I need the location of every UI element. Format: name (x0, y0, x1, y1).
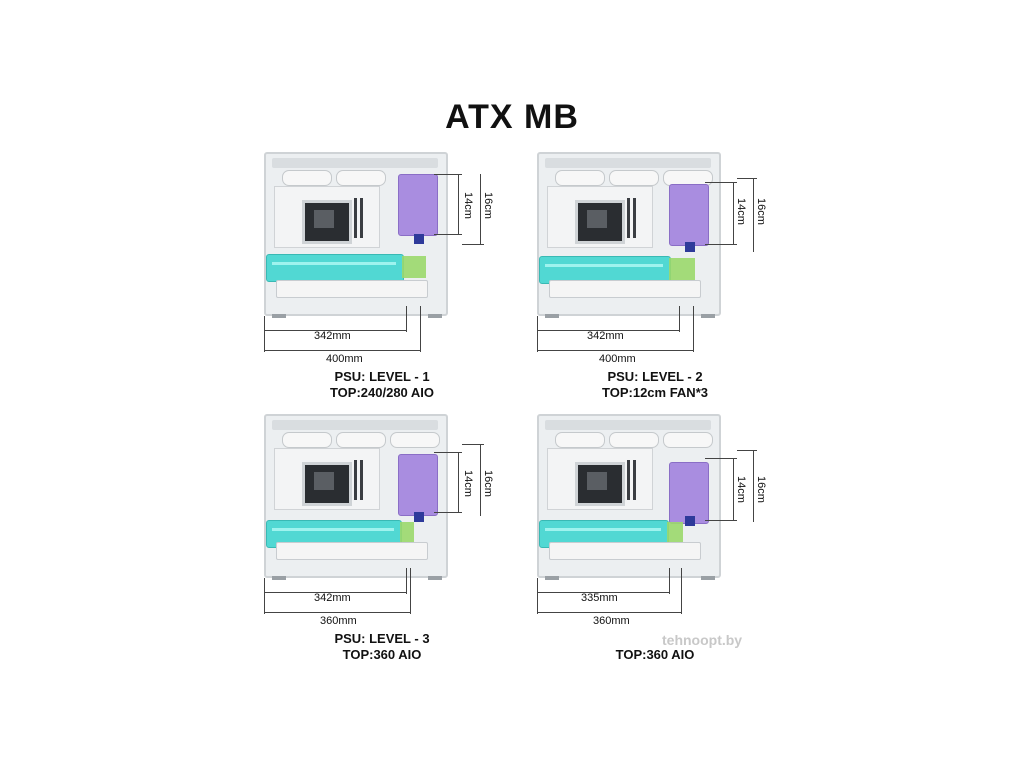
gpu-length-label: 342mm (314, 592, 351, 604)
psu-block (669, 462, 709, 524)
config-panel-4: 14cm 16cm 335mm 360mm TOP:360 AIO (535, 414, 775, 674)
gpu-block (266, 254, 404, 282)
config-panel-3: 14cm 16cm 342mm 360mm PSU: LEVEL - 3 TOP… (262, 414, 502, 674)
config-panel-2: 14cm 16cm 342mm 400mm PSU: LEVEL - 2 TOP… (535, 152, 775, 412)
cpu-cooler (302, 200, 352, 244)
psu-level-caption: PSU: LEVEL - 2 (607, 369, 703, 384)
case-height-label: 16cm (482, 192, 494, 219)
top-cooling-caption: TOP:240/280 AIO (329, 385, 435, 400)
psu-height-label: 14cm (735, 198, 747, 225)
psu-height-label: 14cm (462, 470, 474, 497)
total-length-label: 360mm (320, 615, 357, 627)
total-length-label: 400mm (599, 353, 636, 365)
psu-level-caption: PSU: LEVEL - 3 (334, 631, 430, 646)
case-height-label: 16cm (482, 470, 494, 497)
diagram-title: ATX MB (445, 98, 579, 136)
gpu-length-label: 342mm (587, 330, 624, 342)
total-length-label: 400mm (326, 353, 363, 365)
case-height-label: 16cm (755, 198, 767, 225)
case-illustration (264, 414, 448, 580)
config-panel-1: 14cm 16cm 342mm 400mm PSU: LEVEL - 1 TOP… (262, 152, 502, 412)
top-cooling-caption: TOP:12cm FAN*3 (602, 385, 708, 400)
psu-level-caption: PSU: LEVEL - 1 (334, 369, 430, 384)
gpu-length-label: 335mm (581, 592, 618, 604)
top-cooling-caption: TOP:360 AIO (342, 647, 422, 662)
case-illustration (537, 152, 721, 318)
psu-block (398, 454, 438, 516)
psu-block (669, 184, 709, 246)
case-height-label: 16cm (755, 476, 767, 503)
case-illustration (264, 152, 448, 318)
psu-height-label: 14cm (462, 192, 474, 219)
case-illustration (537, 414, 721, 580)
gpu-length-label: 342mm (314, 330, 351, 342)
psu-height-label: 14cm (735, 476, 747, 503)
watermark: tehnoopt.by (662, 632, 743, 648)
psu-block (398, 174, 438, 236)
total-length-label: 360mm (593, 615, 630, 627)
top-cooling-caption: TOP:360 AIO (615, 647, 695, 662)
